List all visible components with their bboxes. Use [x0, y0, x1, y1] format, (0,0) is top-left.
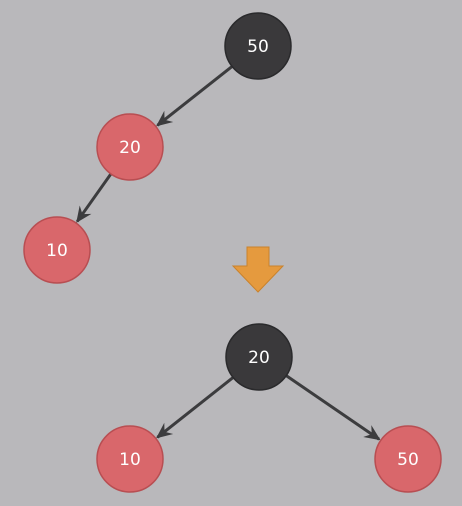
node-label: 20: [119, 138, 141, 158]
node-circle: [224, 12, 292, 80]
node-50: 50: [374, 425, 442, 493]
node-circle: [374, 425, 442, 493]
node-circle: [23, 216, 91, 284]
after-tree: 20 10 50: [96, 323, 442, 493]
node-label: 20: [248, 348, 270, 368]
edge-20-to-10: [156, 375, 236, 439]
edge-20-to-50: [283, 373, 381, 441]
node-50: 50: [224, 12, 292, 80]
node-label: 10: [46, 241, 68, 261]
node-label: 10: [119, 450, 141, 470]
node-10: 10: [96, 425, 164, 493]
node-20: 20: [225, 323, 293, 391]
edge-50-to-20: [156, 64, 235, 127]
node-circle: [96, 425, 164, 493]
node-circle: [225, 323, 293, 391]
node-10: 10: [23, 216, 91, 284]
transition-arrow: [231, 246, 285, 293]
before-tree: 50 20 10: [23, 12, 292, 284]
down-arrow-icon: [231, 246, 285, 293]
node-circle: [96, 113, 164, 181]
node-20: 20: [96, 113, 164, 181]
node-label: 50: [247, 37, 269, 57]
edge-20-to-10: [76, 171, 114, 223]
node-label: 50: [397, 450, 419, 470]
